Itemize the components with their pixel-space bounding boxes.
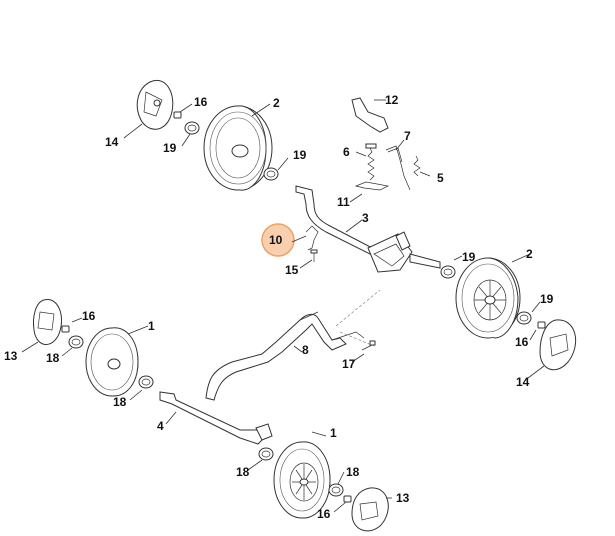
- hubcap-front-left: [33, 299, 62, 345]
- bushing-19-top-right: [263, 167, 279, 181]
- callout-7: 7: [404, 129, 411, 143]
- spring-6: [365, 143, 377, 181]
- callout-14: 14: [105, 135, 119, 149]
- callout-12: 12: [385, 93, 399, 107]
- callout-16: 16: [317, 507, 331, 521]
- callout-2: 2: [526, 247, 533, 261]
- hubcap-rear-left: [136, 79, 174, 130]
- highlight-marker: [261, 223, 295, 257]
- leader-lines: [21, 99, 545, 513]
- callout-8: 8: [302, 343, 309, 357]
- bushing-18-left-inner: [68, 335, 84, 349]
- bushing-18-left-outer: [138, 375, 154, 389]
- clip-11: [354, 181, 390, 191]
- callout-3: 3: [362, 211, 369, 225]
- bushing-18-bottom-inner: [258, 447, 274, 461]
- pin-17: [361, 340, 376, 351]
- spring-clip-10: [305, 225, 319, 251]
- nut-16-top: [173, 111, 182, 119]
- nut-16-bottom: [343, 495, 352, 503]
- hubcap-rear-right: [539, 319, 577, 371]
- callout-13: 13: [396, 491, 410, 505]
- callout-10: 10: [269, 233, 283, 247]
- height-adjust-lever-8: [205, 311, 365, 401]
- hubcap-front-bottom: [351, 487, 389, 532]
- callout-1: 1: [330, 426, 337, 440]
- callout-17: 17: [342, 357, 356, 371]
- bushing-19-right-inner: [440, 265, 456, 279]
- callout-4: 4: [157, 419, 164, 433]
- callout-2: 2: [273, 96, 280, 110]
- callout-19: 19: [293, 148, 307, 162]
- pin-15: [310, 249, 318, 262]
- callout-6: 6: [343, 145, 350, 159]
- callout-19: 19: [540, 292, 554, 306]
- nut-16-left: [61, 325, 70, 333]
- guide-lines: [335, 289, 381, 347]
- rear-axle: [295, 185, 441, 273]
- bracket-12: [351, 97, 389, 133]
- callout-19: 19: [163, 141, 177, 155]
- callout-5: 5: [437, 171, 444, 185]
- bushing-19-top-left: [184, 121, 200, 135]
- callout-labels: 12 16 2 14 19 19 7 6 5 11 3 10 15 19 2 1…: [4, 93, 554, 521]
- wheel-rear-right: [455, 257, 521, 339]
- callout-16: 16: [194, 95, 208, 109]
- wheel-front-left: [85, 327, 139, 397]
- bushing-18-bottom-outer: [328, 483, 344, 497]
- callout-11: 11: [337, 195, 350, 209]
- callout-19: 19: [462, 250, 476, 264]
- callout-18: 18: [236, 465, 250, 479]
- callout-14: 14: [516, 375, 530, 389]
- callout-1: 1: [148, 319, 155, 333]
- front-axle-4: [159, 391, 273, 445]
- spring-5: [413, 155, 421, 177]
- callout-15: 15: [285, 263, 299, 277]
- callout-18: 18: [46, 351, 60, 365]
- callout-16: 16: [515, 335, 529, 349]
- rod-7: [385, 145, 411, 191]
- callout-13: 13: [4, 349, 18, 363]
- callout-18: 18: [113, 395, 127, 409]
- bushing-19-right-outer: [516, 311, 532, 325]
- callout-16: 16: [82, 309, 96, 323]
- wheel-rear-top: [203, 105, 273, 191]
- nut-16-right: [537, 321, 546, 329]
- wheel-front-bottom: [273, 441, 331, 519]
- callout-18: 18: [346, 465, 360, 479]
